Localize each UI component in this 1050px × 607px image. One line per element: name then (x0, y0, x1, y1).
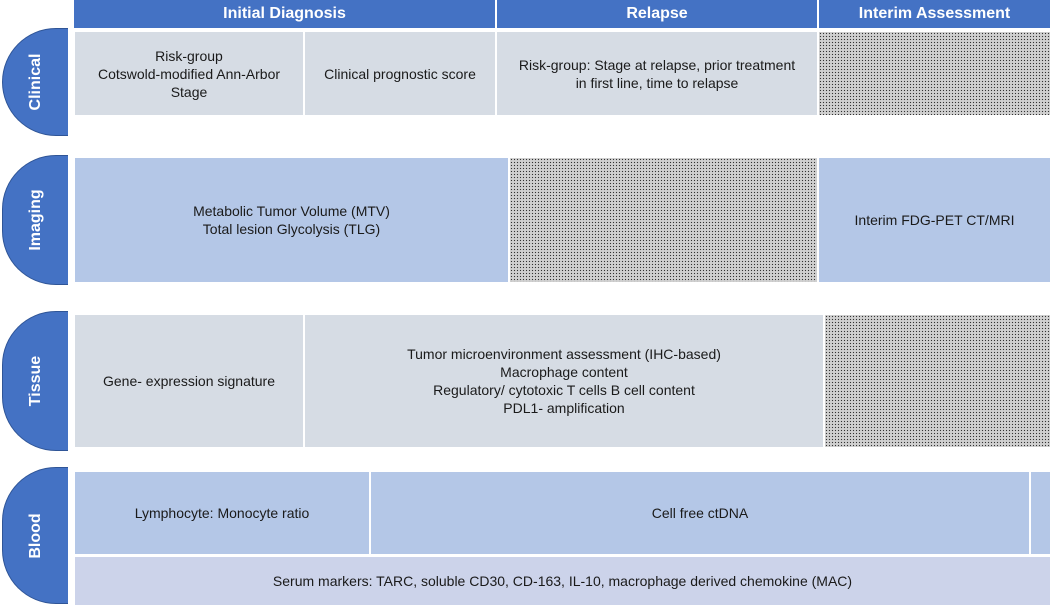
blood-edge-cell (1031, 472, 1050, 554)
blood-ctdna-cell: Cell free ctDNA (371, 472, 1029, 554)
cell-text: Tumor microenvironment assessment (IHC-b… (407, 346, 721, 416)
blood-lymphocyte-ratio-cell: Lymphocyte: Monocyte ratio (75, 472, 369, 554)
phase-label: Initial Diagnosis (223, 5, 346, 22)
row-label: Blood (26, 512, 44, 559)
imaging-interim-pet-cell: Interim FDG-PET CT/MRI (819, 158, 1050, 282)
cell-text: Interim FDG-PET CT/MRI (854, 212, 1015, 228)
clinical-prognostic-score-cell: Clinical prognostic score (305, 32, 495, 115)
row-label: Clinical (26, 53, 44, 111)
clinical-relapse-risk-cell: Risk-group: Stage at relapse, prior trea… (497, 32, 817, 115)
row-tab-imaging: Imaging (2, 155, 68, 285)
cell-text: Risk-group: Stage at relapse, prior trea… (518, 56, 796, 91)
tissue-microenvironment-cell: Tumor microenvironment assessment (IHC-b… (305, 315, 823, 447)
cell-text: Risk-group Cotswold-modified Ann-Arbor S… (97, 47, 281, 100)
phase-initial-diagnosis: Initial Diagnosis (74, 0, 495, 28)
phase-interim-assessment: Interim Assessment (819, 0, 1050, 28)
cell-text: Lymphocyte: Monocyte ratio (134, 505, 310, 521)
imaging-relapse-hatched-cell (510, 158, 817, 282)
imaging-mtv-tlg-cell: Metabolic Tumor Volume (MTV) Total lesio… (75, 158, 508, 282)
row-tab-blood: Blood (2, 467, 68, 604)
row-tab-tissue: Tissue (2, 311, 68, 451)
phase-label: Relapse (626, 5, 688, 22)
tissue-interim-hatched-cell (825, 315, 1050, 447)
cell-text: Metabolic Tumor Volume (MTV) Total lesio… (193, 203, 390, 237)
row-tab-clinical: Clinical (2, 28, 68, 136)
clinical-interim-hatched-cell (819, 32, 1050, 115)
phase-relapse: Relapse (497, 0, 817, 28)
tissue-gene-expression-cell: Gene- expression signature (75, 315, 303, 447)
row-label: Imaging (26, 189, 44, 251)
cell-text: Gene- expression signature (103, 373, 275, 389)
row-label: Tissue (26, 355, 44, 407)
cell-text: Clinical prognostic score (324, 65, 476, 82)
phase-label: Interim Assessment (858, 5, 1011, 22)
blood-serum-markers-cell: Serum markers: TARC, soluble CD30, CD-16… (75, 557, 1050, 605)
cell-text: Cell free ctDNA (651, 505, 749, 521)
clinical-risk-group-cell: Risk-group Cotswold-modified Ann-Arbor S… (75, 32, 303, 115)
cell-text: Serum markers: TARC, soluble CD30, CD-16… (272, 573, 853, 589)
